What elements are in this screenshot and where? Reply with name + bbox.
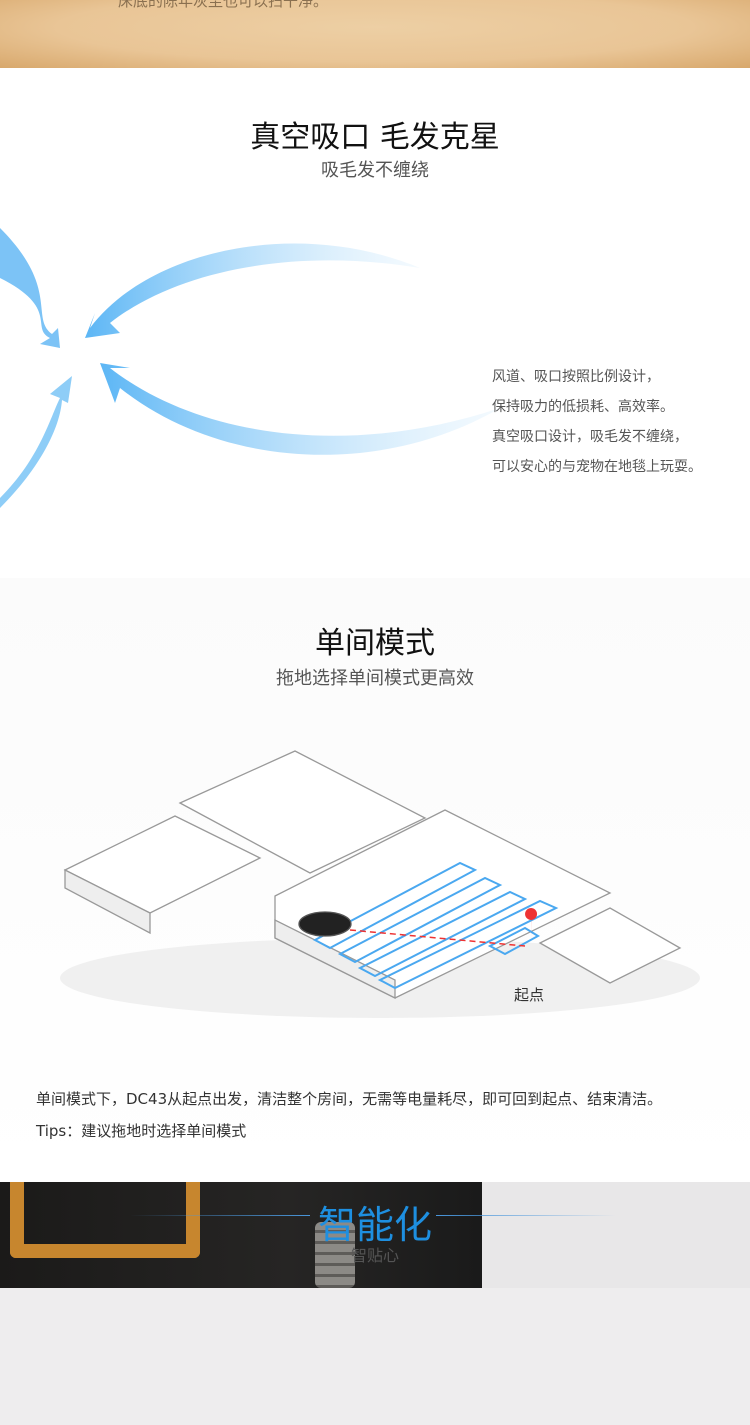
robot-closeup-image — [0, 1182, 482, 1288]
room-mode-section: 单间模式 拖地选择单间模式更高效 起点 单间模式下，DC43从起点出发，清洁整个… — [0, 578, 750, 1182]
desc-line: 真空吸口设计，吸毛发不缠绕， — [492, 429, 688, 445]
smart-section: 智能化 智贴心 — [0, 1182, 750, 1288]
tips-text: Tips：建议拖地时选择单间模式 — [36, 1122, 247, 1140]
section-subtitle: 拖地选择单间模式更高效 — [276, 668, 474, 689]
section-subtitle: 智贴心 — [350, 1246, 399, 1265]
section-title: 智能化 — [317, 1203, 432, 1247]
room-mode-description: 单间模式下，DC43从起点出发，清洁整个房间，无需等电量耗尽，即可回到起点、结束… — [36, 1090, 663, 1108]
airflow-arrows-icon — [0, 228, 500, 508]
top-banner: 床底的陈年灰尘也可以扫干净。 — [0, 0, 750, 68]
start-point-label: 起点 — [514, 986, 545, 1004]
section-title: 单间模式 — [315, 626, 435, 661]
desc-line: 风道、吸口按照比例设计， — [492, 369, 660, 385]
floor-plan-illustration — [60, 750, 700, 1018]
desc-line: 保持吸力的低损耗、高效率。 — [492, 399, 674, 415]
vacuum-section: 真空吸口 毛发克星 吸毛发不缠绕 风道、吸口按照比例设计， 保持吸力的低损耗、高… — [0, 68, 750, 578]
section-subtitle: 吸毛发不缠绕 — [321, 160, 429, 181]
section-title: 真空吸口 毛发克星 — [250, 120, 500, 155]
banner-caption: 床底的陈年灰尘也可以扫干净。 — [118, 0, 329, 10]
desc-line: 可以安心的与宠物在地毯上玩耍。 — [492, 459, 702, 475]
